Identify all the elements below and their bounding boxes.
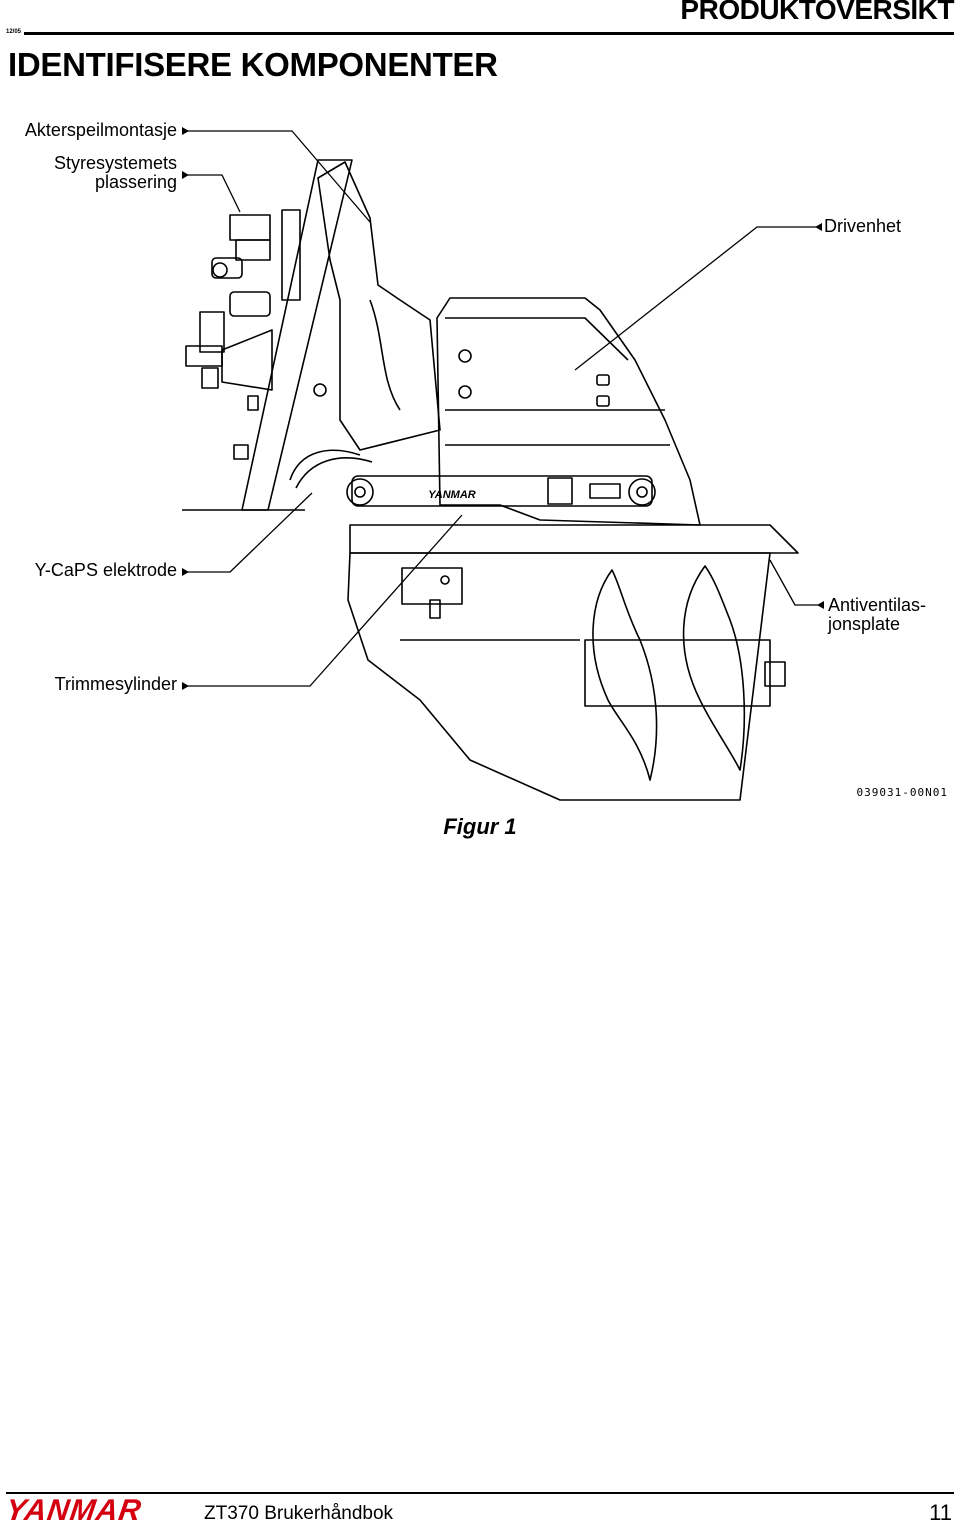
- unit-brand-text: YANMAR: [428, 489, 476, 501]
- label-akterspeilmontasje: Akterspeilmontasje: [24, 120, 177, 140]
- trim-cylinder: [346, 475, 656, 507]
- header-date: 12/05: [6, 29, 22, 35]
- leader-lines: [182, 130, 820, 687]
- label-styresystemets-line1: Styresystemets: [53, 153, 177, 173]
- page-title: IDENTIFISERE KOMPONENTER: [8, 46, 498, 83]
- drive-upper-housing: [436, 297, 701, 526]
- propeller-hub: [584, 639, 771, 707]
- sterndrive-illustration: YANMAR: [182, 127, 824, 801]
- label-anti-line1: Antiventilas-: [828, 595, 927, 615]
- transom-bracket: [185, 209, 301, 460]
- label-trimmesylinder: Trimmesylinder: [54, 674, 177, 694]
- footer-rule: [6, 1492, 954, 1494]
- header-rule: [24, 32, 954, 35]
- front-propeller: [592, 569, 658, 781]
- label-styresystemets: Styresystemets plassering: [54, 154, 177, 192]
- anti-ventilation-plate: [349, 524, 799, 554]
- manual-title: ZT370 Brukerhåndbok: [204, 1503, 394, 1524]
- label-anti-line2: jonsplate: [828, 614, 901, 634]
- label-styresystemets-line2: plassering: [94, 172, 177, 192]
- yanmar-logo: YANMAR: [3, 1494, 144, 1527]
- rear-propeller: [682, 565, 746, 771]
- section-title: PRODUKTOVERSIKT: [680, 0, 954, 25]
- label-antiventilasjonsplate: Antiventilas- jonsplate: [828, 596, 926, 634]
- gimbal-housing: [317, 161, 441, 451]
- leader-arrowheads: [182, 127, 824, 690]
- page-number: 11: [929, 1500, 952, 1525]
- figure-code: 039031-00N01: [856, 786, 948, 799]
- figure-caption: Figur 1: [443, 814, 517, 839]
- label-ycaps: Y-CaPS elektrode: [34, 560, 177, 580]
- label-drivenhet: Drivenhet: [824, 216, 902, 236]
- lower-unit: [347, 552, 771, 801]
